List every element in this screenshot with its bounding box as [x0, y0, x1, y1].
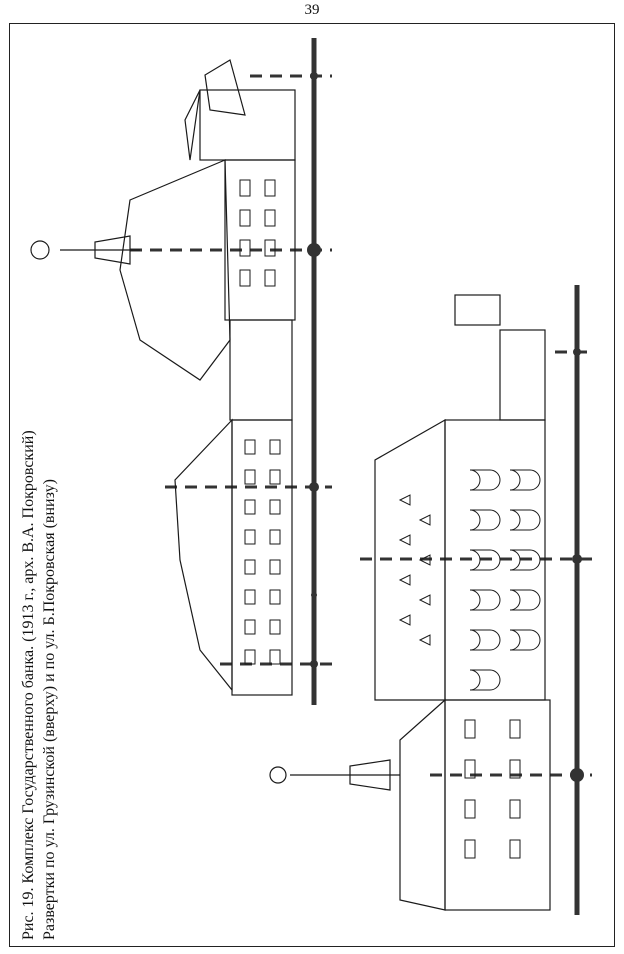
upper-markers — [307, 72, 321, 668]
upper-windows — [239, 179, 281, 665]
figure-frame — [9, 23, 615, 947]
lower-facade — [374, 294, 551, 911]
lower-elevation — [269, 285, 592, 915]
lower-markers — [570, 348, 584, 782]
upper-elevation — [30, 38, 332, 705]
lower-section-lines — [360, 350, 592, 777]
page-number: 39 — [304, 2, 320, 18]
upper-spire — [30, 235, 140, 265]
lower-windows — [464, 469, 541, 859]
upper-facade — [119, 59, 296, 696]
lower-spire — [269, 759, 400, 791]
upper-section-lines — [130, 74, 332, 666]
lower-dormers — [398, 494, 431, 646]
